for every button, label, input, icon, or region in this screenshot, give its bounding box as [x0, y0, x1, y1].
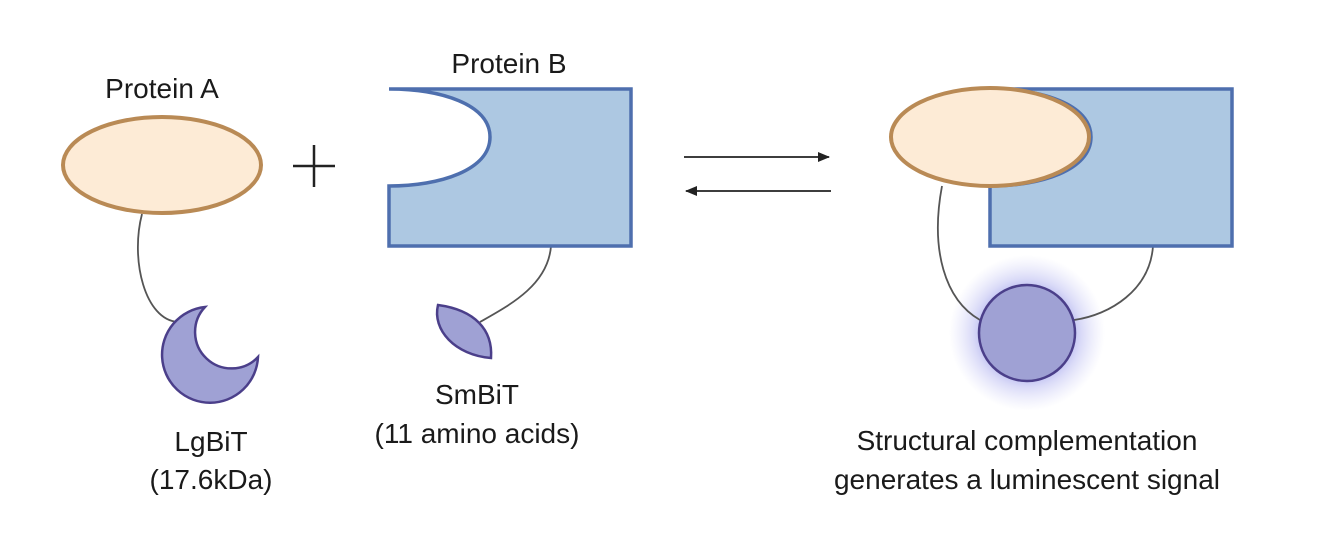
smbit-shape — [435, 303, 493, 360]
complemented-luciferase — [977, 283, 1077, 383]
complex-linker-b — [1073, 245, 1154, 321]
smbit-name-label: SmBiT — [435, 379, 519, 410]
protein-b-linker — [479, 245, 552, 323]
lgbit-shape — [160, 305, 260, 404]
smbit-size-label: (11 amino acids) — [375, 418, 580, 449]
protein-a-linker — [137, 213, 179, 323]
protein-b-label: Protein B — [451, 48, 566, 79]
complex-linker-a — [937, 185, 981, 321]
protein-a-label: Protein A — [105, 73, 219, 104]
lgbit-size-label: (17.6kDa) — [150, 464, 273, 495]
result-label-line1: Structural complementation — [857, 425, 1198, 456]
lgbit-name-label: LgBiT — [174, 426, 247, 457]
result-label-line2: generates a luminescent signal — [834, 464, 1220, 495]
protein-a-ellipse — [61, 115, 263, 215]
protein-b-shape — [387, 87, 633, 248]
complex-protein-a-ellipse — [889, 86, 1091, 188]
plus-icon — [293, 145, 335, 187]
